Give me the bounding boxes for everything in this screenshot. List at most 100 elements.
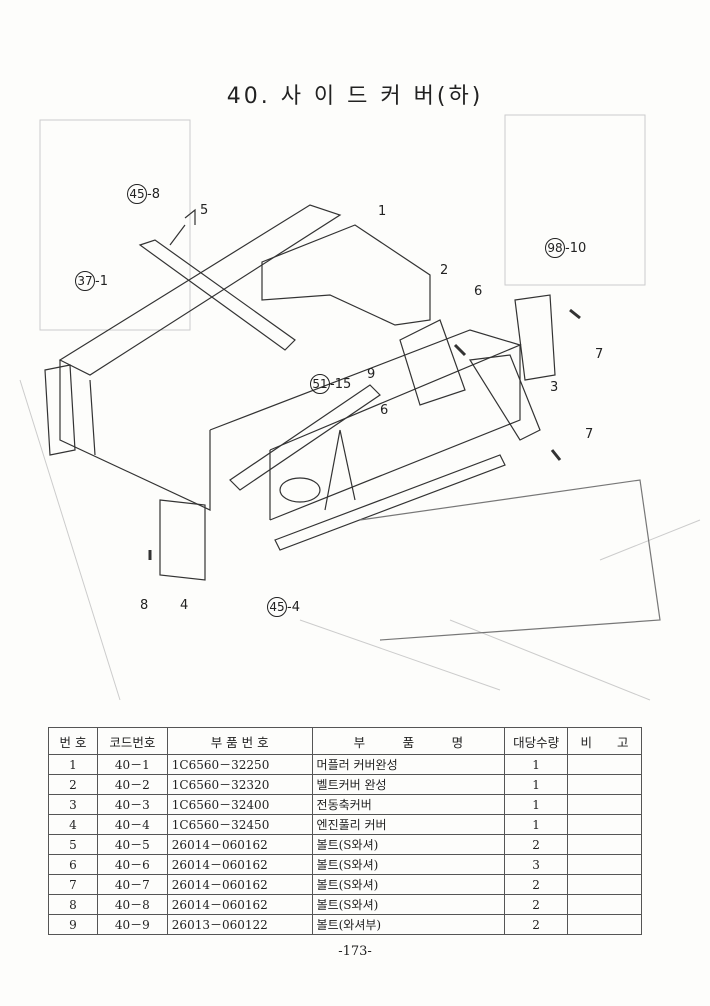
table-header-row: 번 호 코드번호 부 품 번 호 부 품 명 대당수량 비 고 xyxy=(48,727,642,755)
cell-remarks xyxy=(567,914,642,935)
cell-part-number: 1C6560－32320 xyxy=(166,774,313,795)
cell-remarks xyxy=(567,874,642,895)
cell-row-no: 7 xyxy=(48,874,98,895)
cell-row-no: 4 xyxy=(48,814,98,835)
callout-5: 5 xyxy=(200,203,209,218)
cell-row-no: 9 xyxy=(48,914,98,935)
cell-row-no: 2 xyxy=(48,774,98,795)
cell-row-no: 8 xyxy=(48,894,98,915)
ref-suffix: -4 xyxy=(287,600,300,615)
cell-code: 40－3 xyxy=(96,794,168,815)
cell-row-no: 3 xyxy=(48,794,98,815)
header-code: 코드번호 xyxy=(96,727,168,755)
cell-part-name: 볼트(S와셔) xyxy=(311,894,506,915)
cell-quantity: 1 xyxy=(504,754,569,775)
cell-quantity: 3 xyxy=(504,854,569,875)
cell-part-name: 볼트(와셔부) xyxy=(311,914,506,935)
cell-quantity: 1 xyxy=(504,774,569,795)
cell-row-no: 1 xyxy=(48,754,98,775)
callout-6b: 6 xyxy=(380,403,389,418)
callout-ref-45-4: 45-4 xyxy=(267,597,300,617)
header-remarks: 비 고 xyxy=(567,727,642,755)
callout-ref-98-10: 98-10 xyxy=(545,238,586,258)
page-title: 40. 사 이 드 커 버(하) xyxy=(226,84,484,109)
cell-remarks xyxy=(567,754,642,775)
cell-code: 40－8 xyxy=(96,894,168,915)
cell-quantity: 2 xyxy=(504,914,569,935)
header-quantity: 대당수량 xyxy=(504,727,569,755)
ref-suffix: -15 xyxy=(330,377,352,392)
cell-part-number: 1C6560－32450 xyxy=(166,814,313,835)
callout-ref-37-1: 37-1 xyxy=(75,271,108,291)
cell-part-name: 엔진풀리 커버 xyxy=(311,814,506,835)
header-part-name: 부 품 명 xyxy=(311,727,506,755)
cell-quantity: 2 xyxy=(504,894,569,915)
ref-suffix: -10 xyxy=(565,241,587,256)
cell-remarks xyxy=(567,894,642,915)
circled-ref-number: 45 xyxy=(127,184,147,204)
cell-part-name: 머플러 커버완성 xyxy=(311,754,506,775)
circled-ref-number: 45 xyxy=(267,597,287,617)
cell-row-no: 5 xyxy=(48,834,98,855)
cell-row-no: 6 xyxy=(48,854,98,875)
callout-3: 3 xyxy=(550,380,559,395)
cell-code: 40－6 xyxy=(96,854,168,875)
cell-code: 40－2 xyxy=(96,774,168,795)
cell-part-name: 볼트(S와셔) xyxy=(311,874,506,895)
cell-part-number: 26013－060122 xyxy=(166,914,313,935)
ref-suffix: -1 xyxy=(95,274,108,289)
cell-part-number: 26014－060162 xyxy=(166,854,313,875)
cell-part-name: 전동축커버 xyxy=(311,794,506,815)
cell-code: 40－4 xyxy=(96,814,168,835)
page-number: -173- xyxy=(338,944,372,959)
cell-code: 40－5 xyxy=(96,834,168,855)
ref-suffix: -8 xyxy=(147,187,160,202)
cell-code: 40－7 xyxy=(96,874,168,895)
callout-7a: 7 xyxy=(595,347,604,362)
cell-remarks xyxy=(567,774,642,795)
callout-4: 4 xyxy=(180,598,189,613)
circled-ref-number: 37 xyxy=(75,271,95,291)
cell-part-number: 1C6560－32400 xyxy=(166,794,313,815)
frame-drawing xyxy=(44,204,661,641)
cell-quantity: 2 xyxy=(504,834,569,855)
cell-part-name: 볼트(S와셔) xyxy=(311,854,506,875)
exploded-parts-diagram xyxy=(19,114,701,701)
cell-quantity: 1 xyxy=(504,794,569,815)
circled-ref-number: 51 xyxy=(310,374,330,394)
callout-ref-51-15: 51-15 xyxy=(310,374,351,394)
cell-part-number: 26014－060162 xyxy=(166,894,313,915)
cell-part-name: 벨트커버 완성 xyxy=(311,774,506,795)
cell-part-number: 26014－060162 xyxy=(166,874,313,895)
header-part-number: 부 품 번 호 xyxy=(166,727,313,755)
callout-ref-45-8: 45-8 xyxy=(127,184,160,204)
callout-6a: 6 xyxy=(474,284,483,299)
cell-part-number: 26014－060162 xyxy=(166,834,313,855)
callout-2: 2 xyxy=(440,263,449,278)
cell-part-number: 1C6560－32250 xyxy=(166,754,313,775)
faint-background-drawing xyxy=(19,114,701,701)
cell-code: 40－1 xyxy=(96,754,168,775)
cell-remarks xyxy=(567,794,642,815)
cell-part-name: 볼트(S와셔) xyxy=(311,834,506,855)
cell-quantity: 1 xyxy=(504,814,569,835)
circled-ref-number: 98 xyxy=(545,238,565,258)
callout-7b: 7 xyxy=(585,427,594,442)
cell-remarks xyxy=(567,834,642,855)
cell-remarks xyxy=(567,814,642,835)
cell-remarks xyxy=(567,854,642,875)
callout-9: 9 xyxy=(367,367,376,382)
callout-8: 8 xyxy=(140,598,149,613)
cell-code: 40－9 xyxy=(96,914,168,935)
callout-1: 1 xyxy=(378,204,387,219)
